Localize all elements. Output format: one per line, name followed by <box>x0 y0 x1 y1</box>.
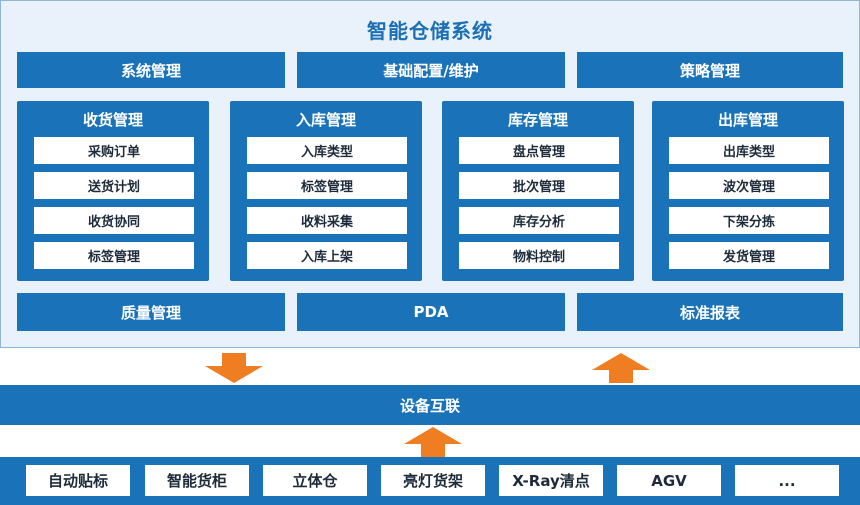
hardware-item: 自动贴标 <box>26 465 130 496</box>
module-item: 收料采集 <box>247 207 407 234</box>
module-item: 出库类型 <box>669 137 829 164</box>
device-interconnect-bar: 设备互联 <box>0 385 860 425</box>
module-item: 收货协同 <box>34 207 194 234</box>
module-inbound: 入库管理 入库类型 标签管理 收料采集 入库上架 <box>230 101 422 281</box>
bottom-bar-standard-reports: 标准报表 <box>577 293 843 331</box>
module-inventory: 库存管理 盘点管理 批次管理 库存分析 物料控制 <box>442 101 634 281</box>
module-title: 入库管理 <box>295 110 356 129</box>
hardware-item: 智能货柜 <box>145 465 249 496</box>
module-outbound: 出库管理 出库类型 波次管理 下架分拣 发货管理 <box>652 101 844 281</box>
module-item: 批次管理 <box>459 172 619 199</box>
module-receiving: 收货管理 采购订单 送货计划 收货协同 标签管理 <box>17 101 209 281</box>
module-title: 出库管理 <box>717 110 778 129</box>
hardware-strip: 自动贴标 智能货柜 立体仓 亮灯货架 X-Ray清点 AGV ... <box>0 457 860 505</box>
module-item: 入库上架 <box>247 242 407 269</box>
module-item: 波次管理 <box>669 172 829 199</box>
up-arrow-icon <box>404 427 462 457</box>
module-item: 物料控制 <box>459 242 619 269</box>
hardware-item: ... <box>735 465 839 496</box>
module-item: 送货计划 <box>34 172 194 199</box>
up-arrow-icon <box>592 353 650 383</box>
bottom-bar-quality-management: 质量管理 <box>17 293 285 331</box>
top-bar-strategy-management: 策略管理 <box>577 52 843 88</box>
module-item: 下架分拣 <box>669 207 829 234</box>
top-bar-system-management: 系统管理 <box>17 52 285 88</box>
hardware-item: 立体仓 <box>263 465 367 496</box>
module-title: 库存管理 <box>507 110 568 129</box>
module-item: 入库类型 <box>247 137 407 164</box>
top-bar-base-config: 基础配置/维护 <box>297 52 565 88</box>
module-item: 发货管理 <box>669 242 829 269</box>
system-title: 智能仓储系统 <box>367 18 493 43</box>
module-item: 标签管理 <box>247 172 407 199</box>
module-item: 采购订单 <box>34 137 194 164</box>
module-item: 标签管理 <box>34 242 194 269</box>
bottom-bar-pda: PDA <box>297 293 565 331</box>
module-item: 库存分析 <box>459 207 619 234</box>
module-title: 收货管理 <box>82 110 143 129</box>
module-item: 盘点管理 <box>459 137 619 164</box>
hardware-item: X-Ray清点 <box>499 465 603 496</box>
hardware-item: 亮灯货架 <box>381 465 485 496</box>
hardware-item: AGV <box>617 465 721 496</box>
down-arrow-icon <box>205 353 263 383</box>
